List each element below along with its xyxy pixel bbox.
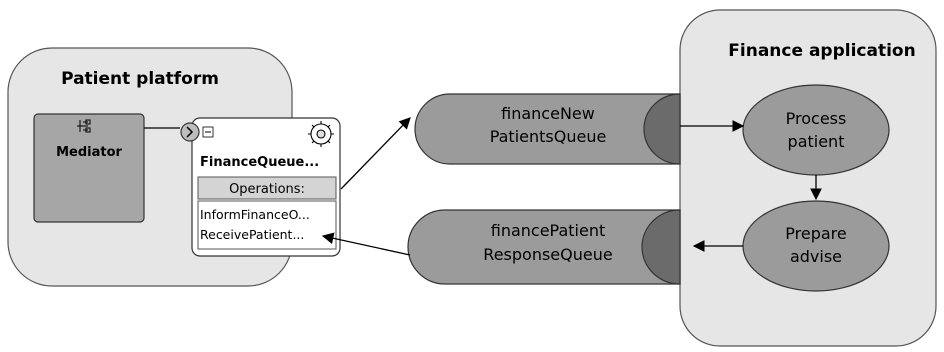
prepare-advise-line1: Prepare [785,224,846,243]
minus-square-icon[interactable] [202,126,214,138]
operation-item[interactable]: InformFinanceO... [200,207,310,222]
arrow-component-to-new-patients-queue [340,117,411,190]
finance-application-title: Finance application [728,41,915,61]
mediator-label: Mediator [56,145,122,160]
chevron-right-icon[interactable] [180,122,200,142]
process-patient-node[interactable]: Process patient [742,84,890,176]
component-name: FinanceQueue... [200,155,319,170]
finance-application-container[interactable]: Finance application [679,9,937,347]
queue-finance-patient-response[interactable]: financePatient ResponseQueue [407,209,681,285]
queue-label-line1: financePatient [491,221,606,240]
queue-end-cap [641,209,681,285]
prepare-advise-node[interactable]: Prepare advise [742,200,890,292]
gear-service-icon [308,121,334,147]
finance-queue-component[interactable]: FinanceQueue... Operations: InformFinanc… [180,117,341,257]
queue-label-line2: PatientsQueue [490,127,607,146]
arrow-response-queue-to-component [321,232,411,256]
hierarchy-icon [77,119,91,133]
operation-item[interactable]: ReceivePatient... [200,227,304,242]
process-patient-line2: patient [788,132,845,151]
process-patient-line1: Process [786,109,847,128]
queue-finance-new-patients[interactable]: financeNew PatientsQueue [414,93,681,165]
prepare-advise-line2: advise [790,247,842,266]
mediator-node[interactable]: Mediator [33,113,145,223]
patient-platform-title: Patient platform [61,69,219,89]
queue-label-line1: financeNew [501,104,595,123]
queue-end-cap [643,93,681,165]
operations-header: Operations: [229,182,305,197]
queue-label-line2: ResponseQueue [483,245,612,264]
